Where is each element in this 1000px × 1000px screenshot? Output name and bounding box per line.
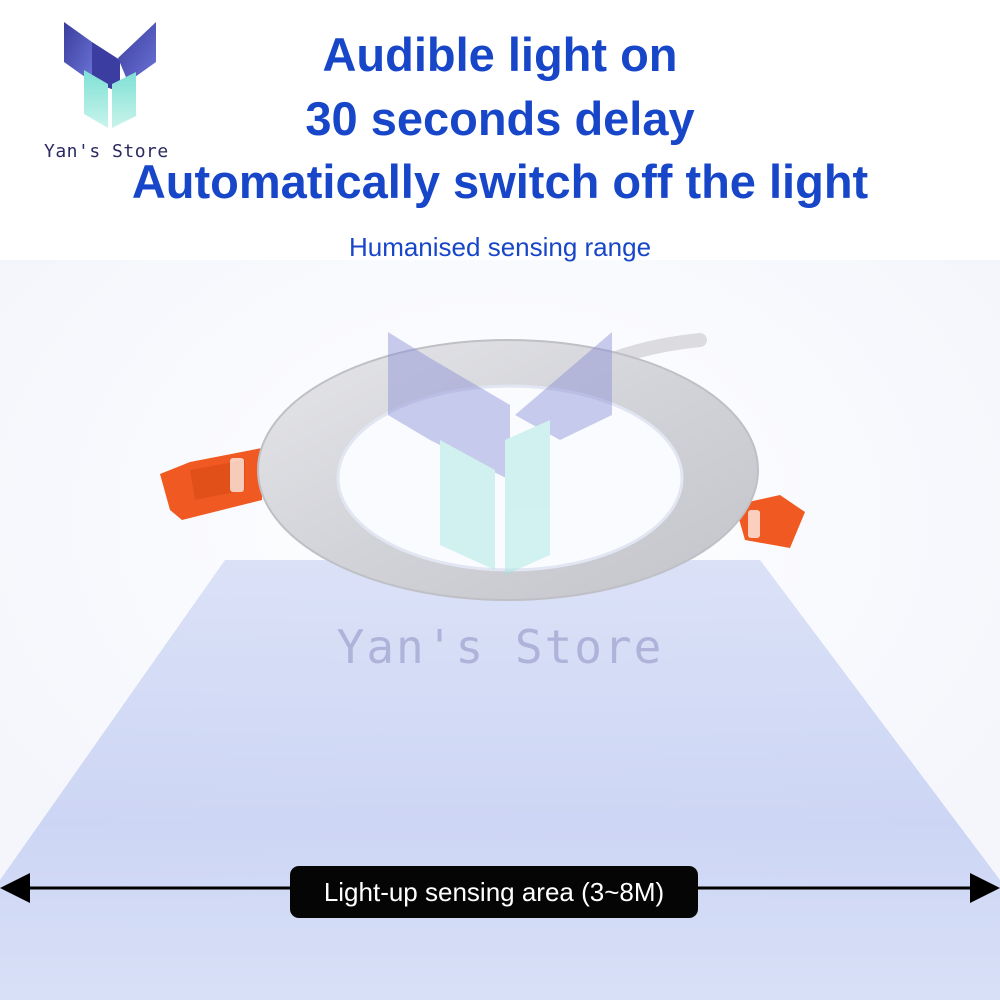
right-spring-clip bbox=[735, 495, 805, 548]
light-beam-cone bbox=[0, 560, 1000, 1000]
sensing-area-label: Light-up sensing area (3~8M) bbox=[290, 866, 698, 918]
subheading: Humanised sensing range bbox=[348, 232, 652, 262]
left-spring-clip bbox=[160, 448, 262, 520]
headline-line-1: Audible light on bbox=[322, 28, 678, 81]
fixture-lens bbox=[338, 386, 682, 570]
yans-store-logo-icon bbox=[64, 22, 156, 128]
brand-name: Yan's Store bbox=[44, 141, 169, 162]
watermark-text: Yan's Store bbox=[336, 620, 664, 674]
headline-line-2: 30 seconds delay bbox=[305, 92, 695, 145]
watermark-logo-icon bbox=[388, 332, 612, 575]
headline-line-3: Automatically switch off the light bbox=[131, 155, 869, 208]
